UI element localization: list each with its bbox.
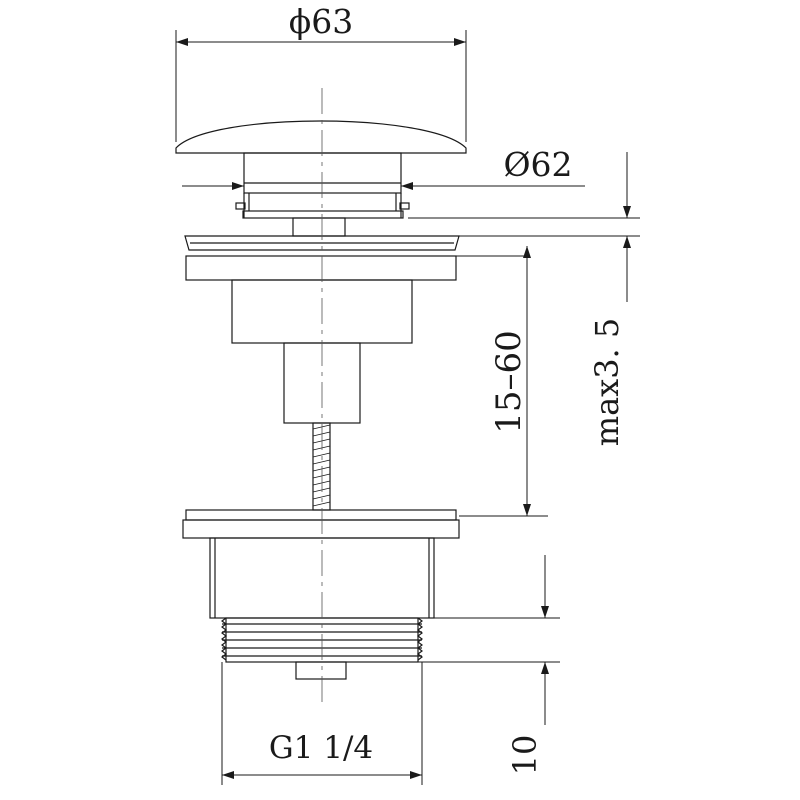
bottom-nut [295, 661, 347, 680]
lower-flange-top [185, 509, 457, 521]
cap-stem [243, 152, 402, 194]
rod-thread-hatching [312, 424, 331, 507]
thread-label: G1 1/4 [269, 730, 373, 766]
dome-cap [175, 120, 467, 154]
top-diameter-label: ϕ63 [289, 2, 354, 41]
upper-flange [185, 255, 457, 281]
stroke-range-label: 15–60 [489, 330, 529, 434]
flange-diameter-label: Ø62 [503, 145, 572, 184]
plunger-neck [292, 217, 346, 237]
dimension-lines [175, 30, 640, 785]
thread-height-label: 10 [506, 735, 544, 776]
max-thickness-label: max3. 5 [588, 318, 626, 447]
lower-flange [182, 519, 460, 539]
sealing-flange [184, 235, 460, 251]
drain-part [175, 120, 467, 680]
